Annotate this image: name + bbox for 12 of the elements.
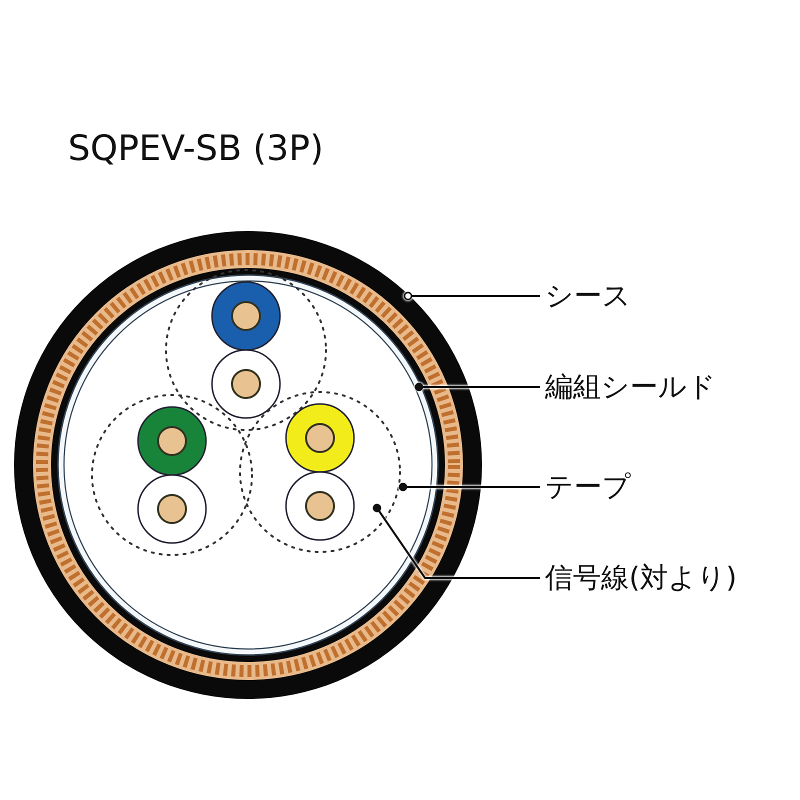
part-label: シース (545, 279, 631, 313)
leader-line (414, 382, 540, 392)
part-label: 信号線(対より) (545, 561, 737, 595)
leader-line (398, 482, 540, 492)
sheath-ring (14, 231, 482, 699)
part-label: 編組シールド (545, 370, 716, 404)
part-label: テープ (545, 470, 631, 504)
braided-shield-ring (33, 250, 463, 680)
signal-pair (238, 390, 402, 554)
leader-line (404, 292, 540, 300)
cable-title: SQPEV-SB (3P) (68, 128, 324, 170)
leader-line (372, 504, 540, 579)
